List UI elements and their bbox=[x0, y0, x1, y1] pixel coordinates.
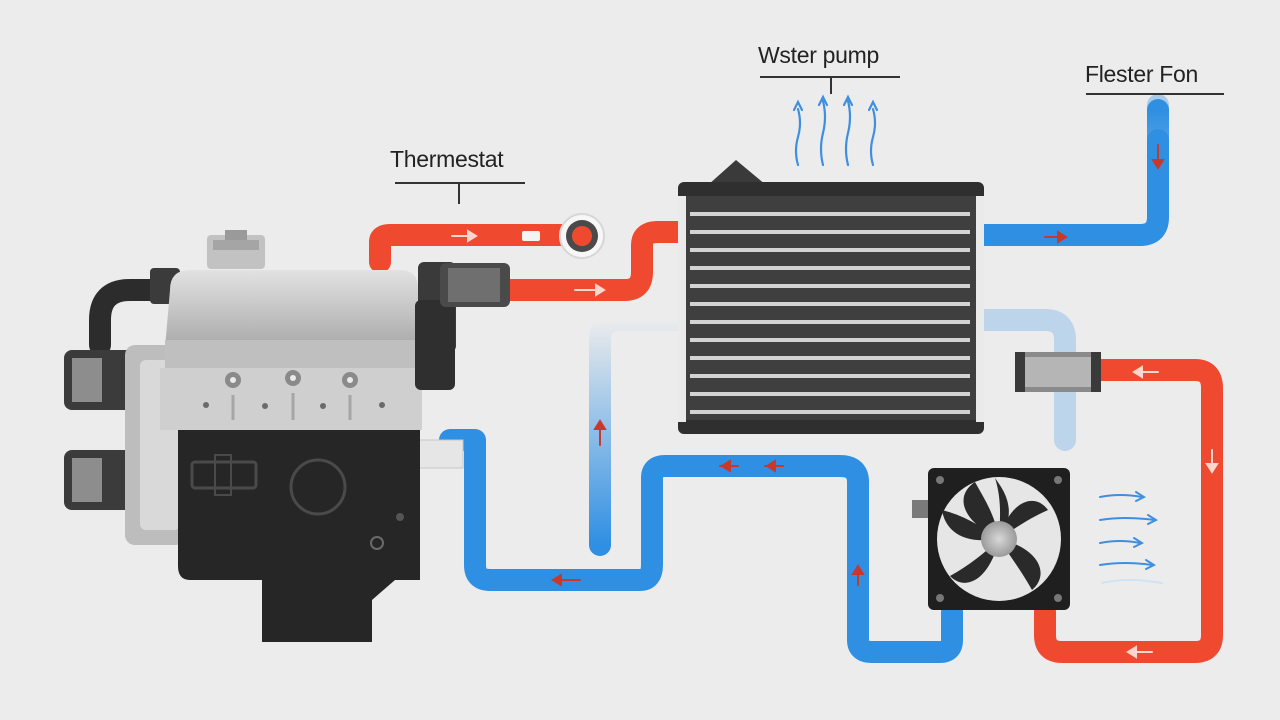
flow-arrow-icon bbox=[551, 144, 1165, 587]
flow-arrow-icon bbox=[1126, 365, 1219, 659]
engine-icon bbox=[64, 230, 510, 642]
flow-arrow-icon bbox=[451, 229, 606, 297]
hot-radiator-pipe bbox=[494, 221, 696, 301]
radiator-icon bbox=[678, 160, 984, 434]
heat-wave-icons bbox=[792, 94, 879, 167]
hose-connector-icon bbox=[1015, 352, 1101, 392]
water-pump-label: Wster pump bbox=[758, 42, 879, 68]
hot-coolant-pipes bbox=[369, 221, 1223, 663]
hot-thermostat-pipe bbox=[369, 224, 586, 273]
airflow-arrow-icons bbox=[1099, 491, 1163, 584]
thermostat-label-underline bbox=[395, 182, 525, 184]
cold-coolant-pipes bbox=[439, 94, 1169, 663]
water-pump-label-leader bbox=[830, 76, 832, 94]
fan-icon bbox=[912, 468, 1070, 610]
flow-arrows bbox=[451, 144, 1219, 659]
heater-fan-label-underline bbox=[1086, 93, 1224, 95]
cold-heater-pipe bbox=[974, 99, 1169, 246]
hot-right-loop-pipe bbox=[1034, 359, 1223, 663]
thermostat-icon bbox=[522, 213, 605, 259]
cold-return-pipe bbox=[439, 429, 963, 663]
cold-riser-pipe bbox=[589, 309, 691, 556]
thermostat-label: Thermestat bbox=[390, 146, 504, 172]
thermostat-label-leader bbox=[458, 182, 460, 204]
heater-fan-label: Flester Fon bbox=[1085, 61, 1199, 87]
